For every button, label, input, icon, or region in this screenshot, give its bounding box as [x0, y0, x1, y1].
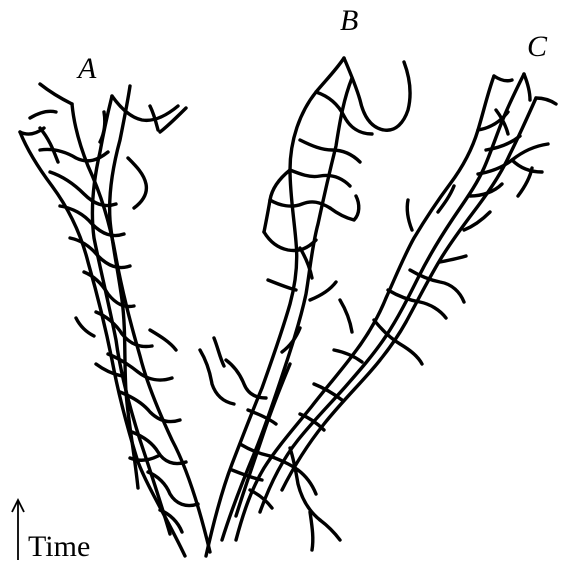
- up-arrow-icon: [12, 500, 24, 560]
- lineage-b-branches: [200, 58, 410, 556]
- label-b: B: [340, 4, 358, 37]
- lineage-c-branches: [236, 74, 556, 550]
- label-c: C: [527, 30, 548, 63]
- time-label: Time: [28, 530, 90, 563]
- lineage-a-branches: [20, 84, 210, 556]
- label-a: A: [76, 52, 97, 85]
